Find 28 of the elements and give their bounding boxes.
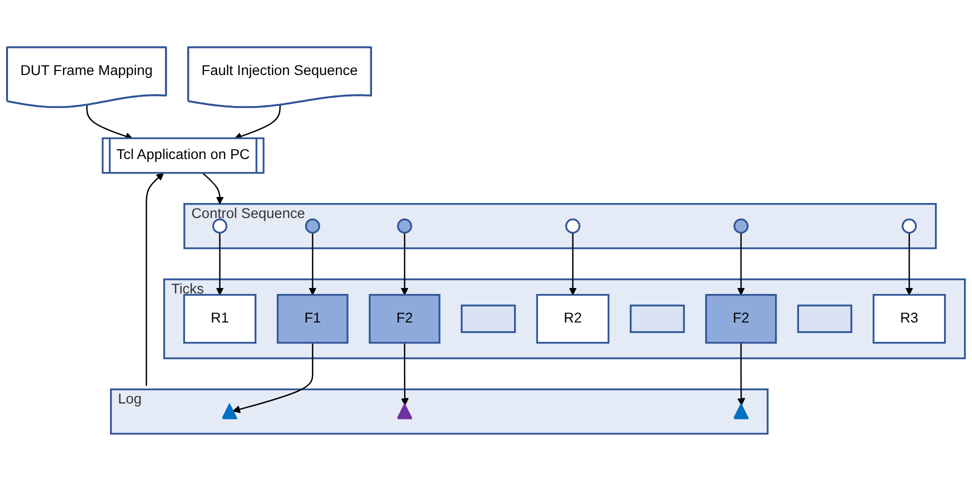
node-box: F2 [705, 294, 777, 344]
arrow [232, 342, 314, 414]
arrow [202, 172, 224, 204]
node-box: R3 [872, 294, 946, 344]
node-box [630, 304, 685, 333]
node-circle [305, 218, 320, 234]
node-circle [397, 218, 412, 234]
arrow [216, 232, 224, 296]
arrow [400, 232, 408, 296]
arrow [308, 232, 316, 296]
arrow [905, 232, 914, 296]
node-box [460, 304, 516, 333]
arrow [568, 232, 577, 296]
arrow [737, 232, 745, 296]
node-circle [212, 218, 228, 234]
cluster: Log [110, 388, 769, 435]
arrow [737, 342, 746, 406]
cluster: Control Sequence [183, 203, 937, 250]
arrow [400, 342, 409, 406]
node-box: F1 [276, 294, 348, 344]
node-circle [902, 218, 917, 234]
node-circle [565, 218, 580, 234]
arrow [146, 172, 164, 386]
node-box: R2 [536, 294, 610, 344]
node-box: R1 [183, 294, 256, 344]
node-circle [733, 218, 749, 234]
node-box: F2 [368, 294, 440, 344]
node-box [797, 304, 852, 333]
